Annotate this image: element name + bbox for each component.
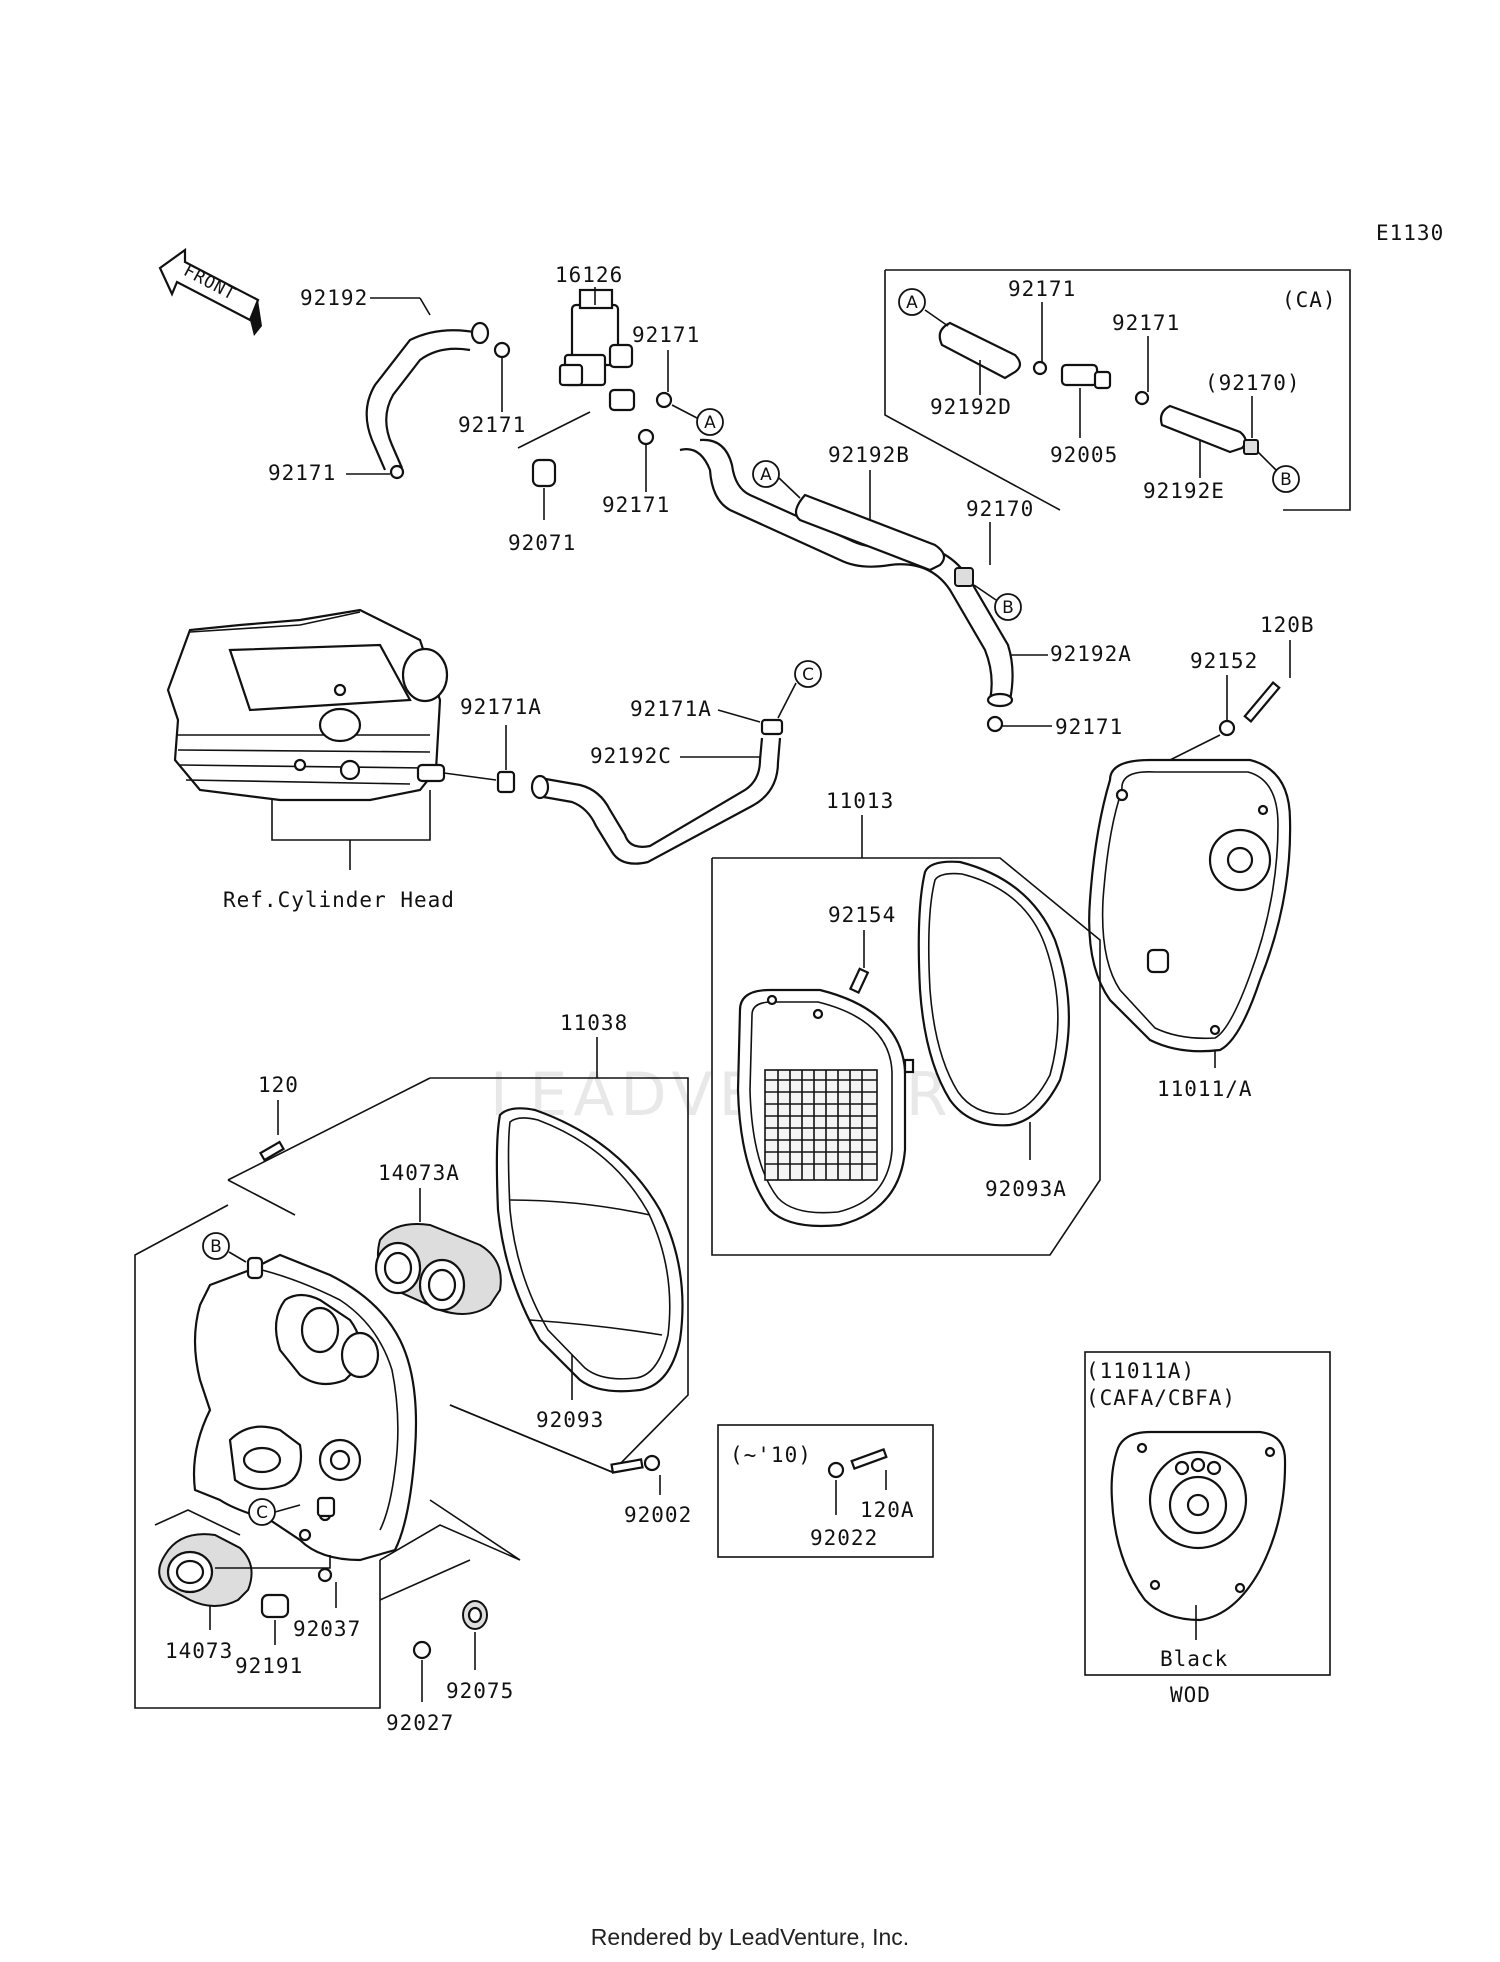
label-tilde10: (~'10) xyxy=(730,1443,812,1467)
inset-label-11011a: (11011A) xyxy=(1086,1359,1195,1383)
ref-cylinder-head: Ref.Cylinder Head xyxy=(223,888,455,912)
clip-92037 xyxy=(317,1567,333,1583)
label-92152: 92152 xyxy=(1190,649,1258,673)
bolt-120b xyxy=(1243,681,1281,723)
label-92191: 92191 xyxy=(235,1654,303,1678)
ca-marker-b-text: B xyxy=(1280,470,1292,490)
diagram-code: E1130 xyxy=(1376,221,1444,245)
marker-c-2-text: C xyxy=(256,1503,268,1523)
duct-14073 xyxy=(158,1533,253,1607)
ca-label-92171-b: 92171 xyxy=(1112,311,1180,335)
washer-92027 xyxy=(412,1640,432,1660)
marker-c xyxy=(794,660,822,688)
gasket-92093 xyxy=(495,1107,684,1393)
label-92192: 92192 xyxy=(300,286,368,310)
label-120: 120 xyxy=(258,1073,299,1097)
label-92192c: 92192C xyxy=(590,744,672,768)
label-120b: 120B xyxy=(1260,613,1315,637)
label-92170: 92170 xyxy=(966,497,1034,521)
label-16126: 16126 xyxy=(555,263,623,287)
inset-label-cafa: (CAFA/CBFA) xyxy=(1086,1386,1236,1410)
label-92037: 92037 xyxy=(293,1617,361,1641)
label-92192b: 92192B xyxy=(828,443,910,467)
marker-b-2-text: B xyxy=(210,1237,222,1257)
label-14073a: 14073A xyxy=(378,1161,460,1185)
label-92171-b: 92171 xyxy=(632,323,700,347)
label-92093a: 92093A xyxy=(985,1177,1067,1201)
label-92154: 92154 xyxy=(828,903,896,927)
marker-b xyxy=(994,593,1022,621)
label-wod: WOD xyxy=(1170,1683,1211,1707)
clip-92171a xyxy=(496,770,516,794)
bolt-92002 xyxy=(610,1458,644,1474)
clamp-92171 xyxy=(389,341,673,480)
marker-a-2 xyxy=(752,460,780,488)
clamp-92170 xyxy=(954,567,974,587)
label-92171a-b: 92171A xyxy=(630,697,712,721)
marker-a-2-text: A xyxy=(760,465,772,485)
label-92027: 92027 xyxy=(386,1711,454,1735)
ca-label-92171-a: 92171 xyxy=(1008,277,1076,301)
ca-label-92005: 92005 xyxy=(1050,443,1118,467)
gasket-92093a xyxy=(917,860,1070,1127)
label-92192a: 92192A xyxy=(1050,642,1132,666)
bolt-120 xyxy=(258,1140,286,1162)
label-92075: 92075 xyxy=(446,1679,514,1703)
air-cleaner-base xyxy=(192,1253,418,1562)
tilde10-box xyxy=(717,1424,934,1558)
inset-11011a-box xyxy=(1084,1351,1331,1676)
ca-label-92170: (92170) xyxy=(1205,371,1301,395)
label-92022: 92022 xyxy=(810,1526,878,1550)
cover-black-variant xyxy=(1110,1430,1287,1622)
grommet-92075 xyxy=(462,1600,488,1630)
label-92002: 92002 xyxy=(624,1503,692,1527)
label-92171-d: 92171 xyxy=(268,461,336,485)
label-92071: 92071 xyxy=(508,531,576,555)
ca-inset: (CA) A 92192D 92171 92005 92171 (92170) … xyxy=(884,269,1351,511)
cap-92191 xyxy=(260,1593,290,1619)
fitting-nipple xyxy=(416,763,446,783)
ca-label: (CA) xyxy=(1282,288,1337,312)
plug-92071 xyxy=(531,458,557,488)
clip-92171a-2 xyxy=(760,718,784,736)
washer-92022 xyxy=(827,1461,845,1479)
air-filter-element xyxy=(736,988,915,1228)
label-11038: 11038 xyxy=(560,1011,628,1035)
label-92093: 92093 xyxy=(536,1408,604,1432)
marker-b-text: B xyxy=(1002,598,1014,618)
marker-b-2 xyxy=(202,1232,230,1260)
label-92171-a: 92171 xyxy=(458,413,526,437)
label-11013: 11013 xyxy=(826,789,894,813)
ca-marker-a-text: A xyxy=(906,293,918,313)
ca-label-92192d: 92192D xyxy=(930,395,1012,419)
clamp-92171-lower xyxy=(986,715,1004,733)
label-11011a: 11011/A xyxy=(1157,1077,1253,1101)
label-black: Black xyxy=(1160,1647,1228,1671)
fitting-92005 xyxy=(1060,363,1099,387)
label-92171-e: 92171 xyxy=(1055,715,1123,739)
ca-label-92192e: 92192E xyxy=(1143,479,1225,503)
label-92171a-a: 92171A xyxy=(460,695,542,719)
marker-a xyxy=(696,408,724,436)
duct-14073a xyxy=(374,1223,502,1315)
ca-marker-a xyxy=(898,288,926,316)
footer-credit: Rendered by LeadVenture, Inc. xyxy=(590,1924,910,1950)
bolt-120a xyxy=(850,1448,888,1470)
front-arrow-icon: FRONT xyxy=(158,247,262,336)
air-cleaner-cover-11011a xyxy=(1088,758,1292,1053)
label-120a: 120A xyxy=(860,1498,915,1522)
reed-valve-16126 xyxy=(558,288,636,412)
marker-c-text: C xyxy=(802,665,814,685)
ca-marker-b xyxy=(1272,465,1300,493)
cylinder-head xyxy=(166,608,449,802)
label-92171-c: 92171 xyxy=(602,493,670,517)
label-14073: 14073 xyxy=(165,1639,233,1663)
screw-92154 xyxy=(848,967,870,995)
marker-a-text: A xyxy=(704,413,716,433)
washer-92152 xyxy=(1218,719,1236,737)
